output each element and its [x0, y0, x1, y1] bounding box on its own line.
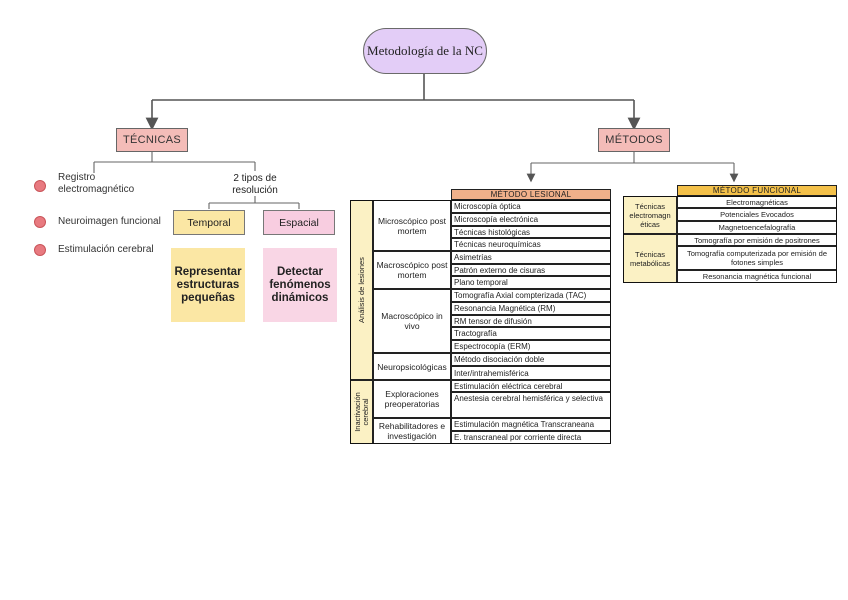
method-row: Patrón externo de cisuras — [451, 264, 611, 276]
method-row: Tomografía computerizada por emisión de … — [677, 246, 837, 270]
method-row: Espectrocopía (ERM) — [451, 340, 611, 353]
method-row: Resonancia Magnética (RM) — [451, 302, 611, 315]
group-exploraciones: Exploraciones preoperatorias — [373, 380, 451, 418]
espacial-node: Espacial — [263, 210, 335, 235]
category-analisis-label: Análisis de lesiones — [356, 257, 366, 323]
bullet-icon — [34, 216, 46, 228]
group-rehabilitadores: Rehabilitadores e investigación — [373, 418, 451, 444]
method-row: Estimulación magnética Transcraneana — [451, 418, 611, 431]
tecnicas-node: TÉCNICAS — [116, 128, 188, 152]
method-row: Anestesia cerebral hemisférica y selecti… — [451, 392, 611, 418]
method-row: Tomografía Axial compterizada (TAC) — [451, 289, 611, 302]
group-macroscopico-iv: Macroscópico in vivo — [373, 289, 451, 353]
method-row: Microscopía electrónica — [451, 213, 611, 226]
method-row: Asimetrías — [451, 251, 611, 264]
group-label: Macroscópico post mortem — [376, 260, 448, 280]
method-row: Método disociación doble — [451, 353, 611, 366]
group-label: Técnicas electromagn éticas — [629, 201, 671, 229]
metodos-node: MÉTODOS — [598, 128, 670, 152]
group-metabolicas: Técnicas metabólicas — [623, 234, 677, 283]
method-row: Tractografía — [451, 327, 611, 340]
category-inactivacion-label: Inactivación cerebral — [352, 392, 370, 432]
bullet-estimulacion: Estimulación cerebral — [58, 244, 154, 255]
espacial-label: Espacial — [279, 216, 319, 229]
group-label: Exploraciones preoperatorias — [384, 389, 440, 409]
group-microscopico: Microscópico post mortem — [373, 200, 451, 251]
method-row: Electromagnéticas — [677, 196, 837, 208]
method-row: Magnetoencefalografía — [677, 221, 837, 234]
method-row: Potenciales Evocados — [677, 208, 837, 221]
tecnicas-label: TÉCNICAS — [122, 134, 182, 146]
method-row: Tomografía por emisión de positrones — [677, 234, 837, 246]
espacial-sticky-note: Detectar fenómenos dinámicos — [263, 248, 337, 322]
group-label: Macroscópico in vivo — [381, 311, 443, 331]
root-node: Metodología de la NC — [363, 28, 487, 74]
method-row: Técnicas neuroquímicas — [451, 238, 611, 251]
method-row: Inter/intrahemisférica — [451, 366, 611, 380]
funcional-header-label: MÉTODO FUNCIONAL — [712, 186, 802, 195]
group-label: Microscópico post mortem — [377, 215, 447, 236]
funcional-header: MÉTODO FUNCIONAL — [677, 185, 837, 196]
root-label: Metodología de la NC — [367, 43, 483, 58]
category-inactivacion: Inactivación cerebral — [350, 380, 373, 444]
group-electromagneticas: Técnicas electromagn éticas — [623, 196, 677, 234]
metodos-label: MÉTODOS — [605, 134, 663, 146]
lesional-header-label: MÉTODO LESIONAL — [490, 190, 572, 199]
method-row: RM tensor de difusión — [451, 315, 611, 327]
method-row: Plano temporal — [451, 276, 611, 289]
method-row: Resonancia magnética funcional — [677, 270, 837, 283]
resolucion-label: 2 tipos de resolución — [232, 173, 278, 196]
lesional-header: MÉTODO LESIONAL — [451, 189, 611, 200]
group-label: Técnicas metabólicas — [629, 249, 671, 268]
bullet-icon — [34, 244, 46, 256]
category-analisis-lesiones: Análisis de lesiones — [350, 200, 373, 380]
group-label: Neuropsicológicas — [377, 361, 447, 372]
method-row: Estimulación eléctrica cerebral — [451, 380, 611, 392]
group-neuropsicologicas: Neuropsicológicas — [373, 353, 451, 380]
bullet-registro: Registro electromagnético — [58, 172, 135, 195]
method-row: E. transcraneal por corriente directa — [451, 431, 611, 444]
group-label: Rehabilitadores e investigación — [378, 421, 446, 441]
method-row: Técnicas histológicas — [451, 226, 611, 238]
group-macroscopico-pm: Macroscópico post mortem — [373, 251, 451, 289]
method-row: Microscopía óptica — [451, 200, 611, 213]
temporal-sticky-note: Representar estructuras pequeñas — [171, 248, 245, 322]
bullet-neuroimagen: Neuroimagen funcional — [58, 216, 161, 227]
temporal-note: Representar estructuras pequeñas — [174, 265, 242, 304]
temporal-label: Temporal — [187, 216, 231, 229]
temporal-node: Temporal — [173, 210, 245, 235]
bullet-icon — [34, 180, 46, 192]
espacial-note: Detectar fenómenos dinámicos — [269, 265, 331, 304]
